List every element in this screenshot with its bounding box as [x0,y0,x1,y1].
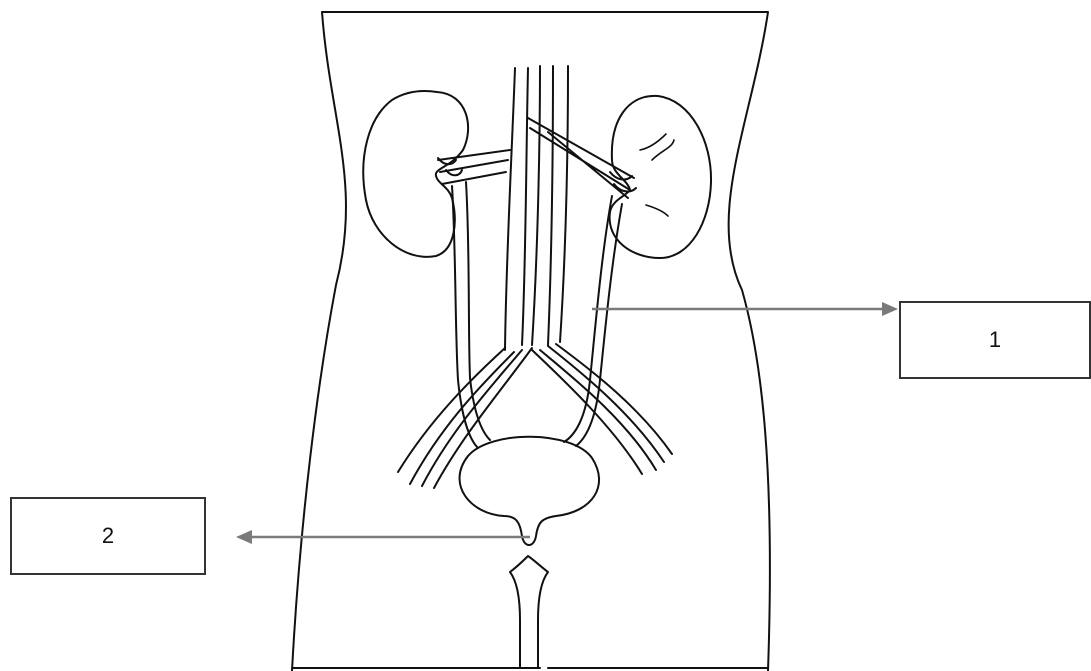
label-2-text: 2 [102,523,114,549]
urethra [510,556,548,668]
bladder [460,437,600,545]
torso-outline [292,12,770,671]
label-1-text: 1 [989,327,1001,353]
right-renal-vessels [528,118,636,198]
left-ureter [452,182,490,448]
aorta [505,68,528,350]
label-box-1: 1 [899,301,1091,379]
vena-cava-right-wall [560,66,568,342]
vena-cava [532,66,553,345]
arrowhead-1 [882,302,898,316]
right-kidney [610,96,711,258]
right-renal-squiggle [640,134,674,216]
left-renal-vessels [438,150,510,184]
label-box-2: 2 [10,497,206,575]
arrowhead-2 [236,530,252,544]
left-iliac-vessels [398,348,532,488]
